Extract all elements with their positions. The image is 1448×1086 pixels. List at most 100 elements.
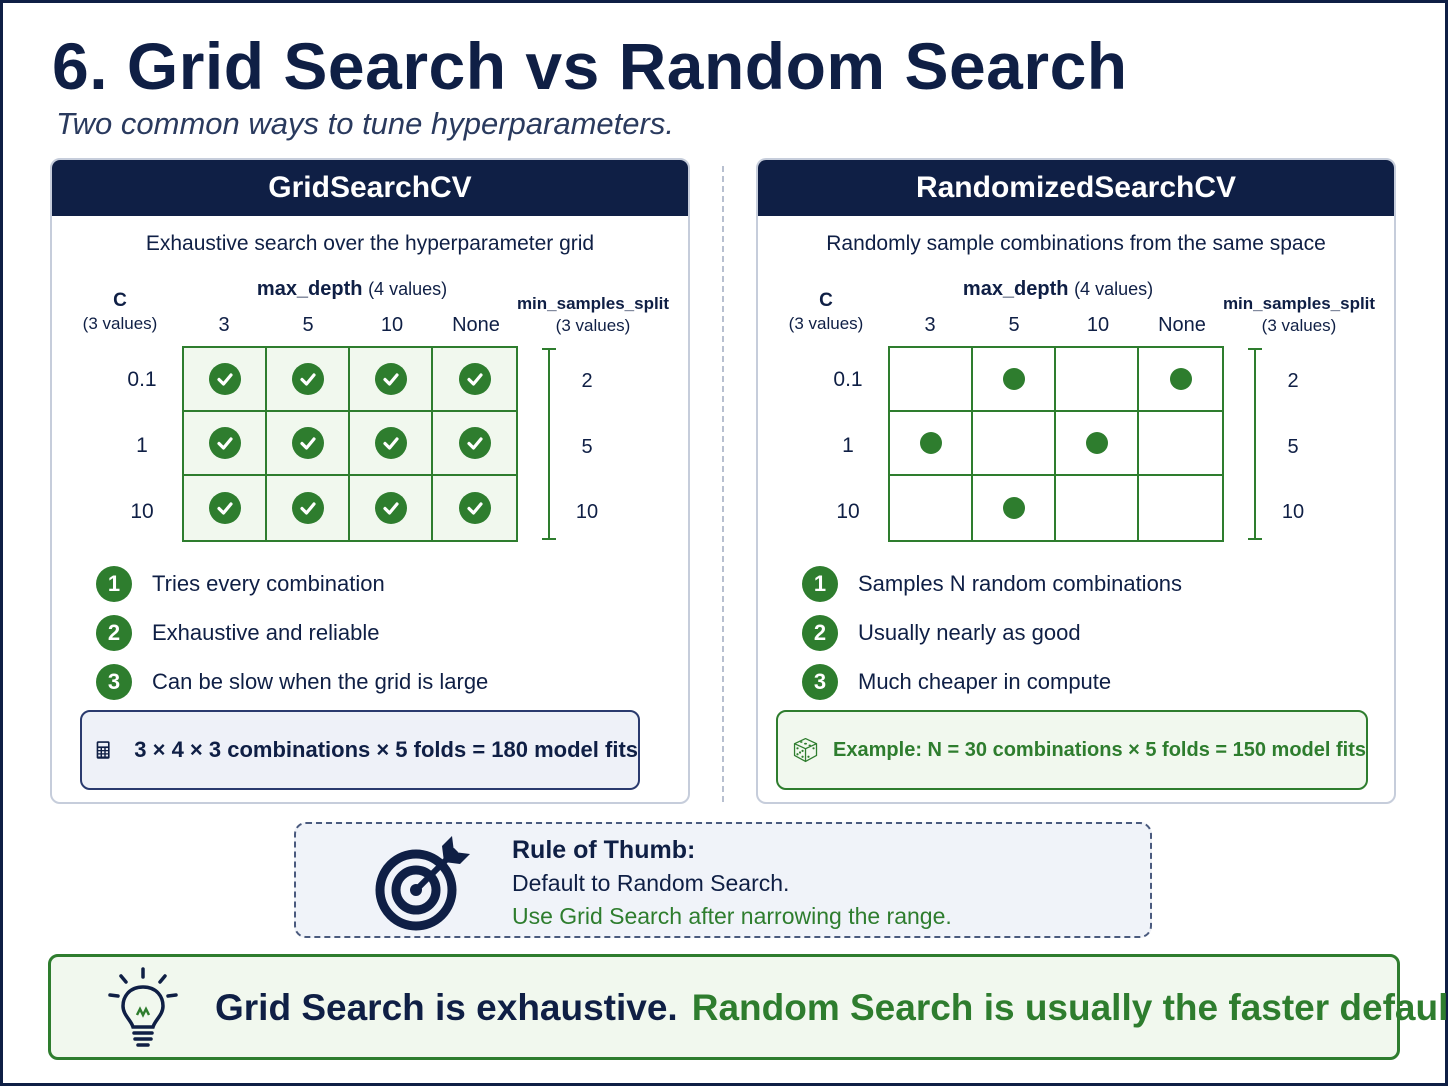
max-depth-label: max_depth [256,278,363,300]
list-item: 3 Much cheaper in compute [802,664,1111,700]
grid-cell [184,348,267,412]
mss-value: 10 [575,501,599,523]
grid-cell [1056,476,1139,540]
mss-bracket [1248,348,1268,540]
c-axis-label: C [113,290,127,311]
number-badge: 3 [802,664,838,700]
grid-cell [890,348,973,412]
check-icon [374,492,407,524]
grid-cell [350,412,433,476]
gridsearch-title: GridSearchCV [52,160,688,216]
sample-dot-icon [1002,497,1025,519]
grid-cell [890,412,973,476]
check-icon [208,492,241,524]
max-depth-axis-label: max_depth (4 values) [908,278,1208,301]
rule-line-2: Use Grid Search after narrowing the rang… [512,903,952,929]
column-header: 3 [924,314,936,336]
check-icon [458,492,491,524]
max-depth-label: max_depth [962,278,1069,300]
randomsearch-title: RandomizedSearchCV [758,160,1394,216]
max-depth-sub: (4 values) [368,279,448,299]
sample-dot-icon [1002,368,1025,390]
mss-value: 5 [581,436,593,458]
max-depth-axis-label: max_depth (4 values) [202,278,502,301]
randomsearch-description: Randomly sample combinations from the sa… [826,232,1326,255]
mss-value: 10 [1281,501,1305,523]
row-header: 10 [836,500,860,523]
takeaway-text: Grid Search is exhaustive. Random Search … [215,987,1448,1029]
number-badge: 2 [802,615,838,651]
example-summary-box: Example: N = 30 combinations × 5 folds =… [776,710,1368,790]
row-header: 0.1 [833,368,863,391]
row-header: 1 [842,434,854,457]
column-header: None [452,314,500,336]
list-item-text: Usually nearly as good [858,620,1081,645]
grid-cell [267,412,350,476]
grid-cell [890,476,973,540]
grid-cell [1139,412,1222,476]
list-item: 2 Exhaustive and reliable [96,615,379,651]
page-title: 6. Grid Search vs Random Search [52,29,1128,103]
check-icon [208,363,241,395]
list-item: 1 Tries every combination [96,566,385,602]
grid-cell [184,476,267,540]
gridsearch-description: Exhaustive search over the hyperparamete… [145,232,595,255]
check-icon [458,363,491,395]
row-header: 1 [136,434,148,457]
mss-axis-sub: (3 values) [1261,316,1337,335]
column-header: 5 [302,314,314,336]
grid-cell [973,412,1056,476]
rule-line-1: Default to Random Search. [512,870,790,896]
rule-of-thumb-box: Rule of Thumb: Default to Random Search.… [294,822,1152,938]
mss-axis-label: min_samples_split [516,294,670,313]
row-header: 10 [130,500,154,523]
list-item-text: Tries every combination [152,571,385,596]
column-header: 10 [380,314,404,336]
grid-cell [350,348,433,412]
hyperparameter-grid [888,346,1224,542]
grid-cell [1139,476,1222,540]
lightbulb-icon [108,967,178,1047]
grid-cell [184,412,267,476]
column-header: 3 [218,314,230,336]
column-header: 10 [1086,314,1110,336]
sample-dot-icon [1085,432,1108,454]
calculator-icon [96,741,110,759]
mss-bracket [542,348,562,540]
c-axis-sub: (3 values) [788,314,864,333]
rule-title: Rule of Thumb: [512,836,696,864]
max-depth-sub: (4 values) [1074,279,1154,299]
example-summary-text: Example: N = 30 combinations × 5 folds =… [833,738,1366,761]
gridsearch-panel: GridSearchCV Exhaustive search over the … [50,158,690,804]
mss-axis-label: min_samples_split [1222,294,1376,313]
row-header: 0.1 [127,368,157,391]
grid-cell [433,412,516,476]
check-icon [458,427,491,459]
c-axis-label: C [819,290,833,311]
check-icon [208,427,241,459]
number-badge: 1 [96,566,132,602]
randomsearch-panel: RandomizedSearchCV Randomly sample combi… [756,158,1396,804]
takeaway-part-2: Random Search is usually the faster defa… [691,987,1448,1028]
mss-value: 2 [1287,370,1299,392]
page-subtitle: Two common ways to tune hyperparameters. [56,106,674,141]
number-badge: 3 [96,664,132,700]
takeaway-part-1: Grid Search is exhaustive. [215,987,678,1028]
list-item-text: Samples N random combinations [858,571,1183,596]
check-icon [291,363,324,395]
list-item-text: Can be slow when the grid is large [152,669,489,694]
list-item: 2 Usually nearly as good [802,615,1081,651]
grid-cell [433,348,516,412]
grid-cell [973,476,1056,540]
takeaway-banner: Grid Search is exhaustive. Random Search … [48,954,1448,1060]
list-item: 1 Samples N random combinations [802,566,1182,602]
check-icon [291,492,324,524]
check-icon [374,427,407,459]
mss-value: 5 [1287,436,1299,458]
grid-cell [433,476,516,540]
sample-dot-icon [1169,368,1192,390]
grid-cell [1056,412,1139,476]
sample-dot-icon [919,432,942,454]
mss-axis-sub: (3 values) [555,316,631,335]
